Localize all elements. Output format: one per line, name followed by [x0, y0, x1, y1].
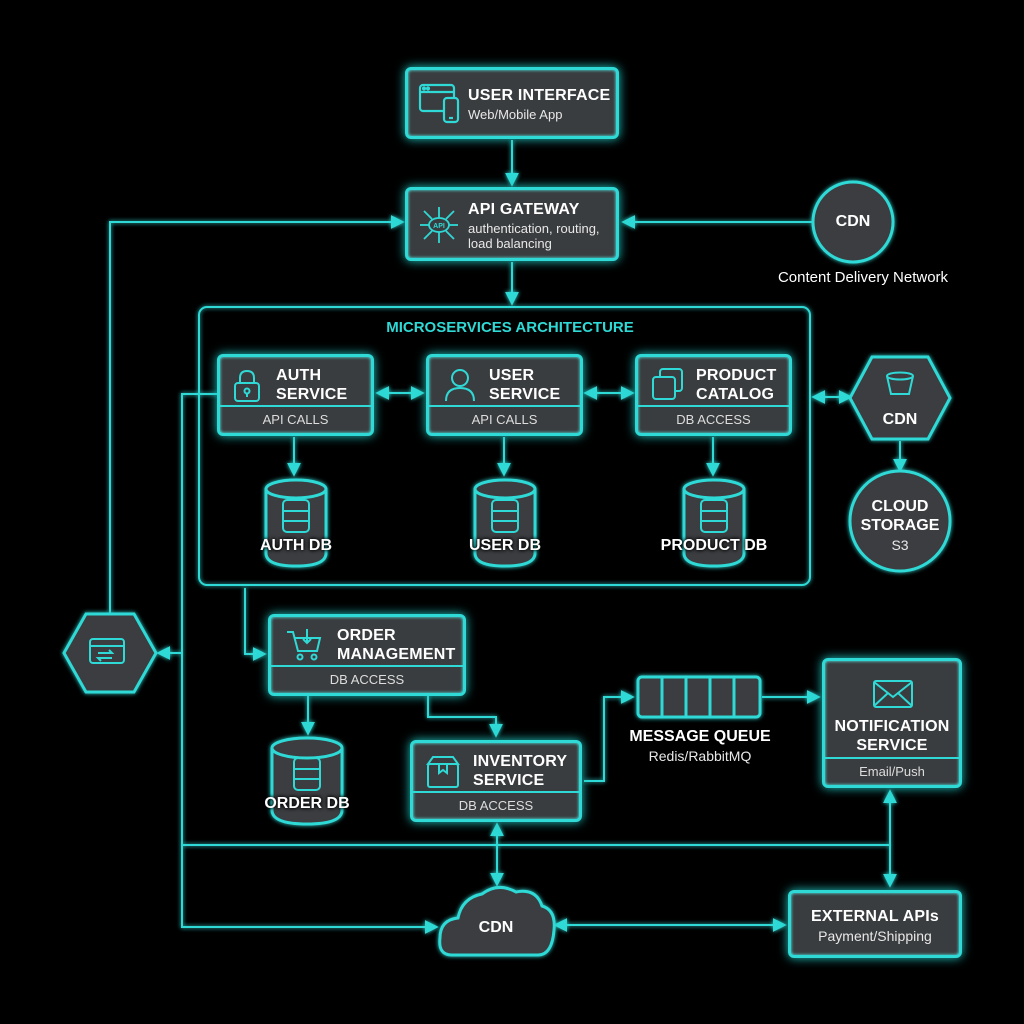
microservices-title: MICROSERVICES ARCHITECTURE [386, 319, 634, 336]
browser-mobile-icon [418, 83, 460, 124]
auth-service-footer: API CALLS [220, 405, 371, 433]
auth-db-label[interactable]: AUTH DB [260, 537, 332, 554]
user-icon [445, 369, 475, 402]
cdn-top-title[interactable]: CDN [835, 213, 871, 230]
product-catalog-footer: DB ACCESS [638, 405, 789, 433]
api-gateway-title: API GATEWAY [468, 201, 580, 218]
auth-service-box[interactable]: AUTH SERVICE API CALLS [217, 354, 374, 436]
order-management-title-1: ORDER [337, 627, 396, 644]
bucket-icon [886, 371, 914, 395]
user-interface-box[interactable]: USER INTERFACE Web/Mobile App [405, 67, 619, 139]
auth-db-cylinder [264, 478, 328, 568]
inventory-service-footer: DB ACCESS [413, 791, 579, 819]
product-catalog-title-1: PRODUCT [696, 367, 777, 384]
envelope-icon [873, 680, 913, 708]
api-gateway-subtitle-2: load balancing [468, 236, 552, 251]
copy-icon [652, 368, 683, 400]
message-queue-subtitle: Redis/RabbitMQ [648, 748, 752, 764]
order-db-label[interactable]: ORDER DB [264, 795, 350, 812]
message-queue-title[interactable]: MESSAGE QUEUE [629, 728, 771, 745]
microservices-container [198, 306, 811, 586]
cdn-hexagon [848, 355, 952, 441]
card-exchange-icon[interactable] [88, 636, 132, 670]
user-interface-title: USER INTERFACE [468, 87, 611, 104]
cdn-hex-title[interactable]: CDN [882, 411, 918, 428]
product-catalog-title-2: CATALOG [696, 386, 775, 403]
cdn-cloud-shape [438, 886, 556, 957]
cart-icon [287, 629, 322, 661]
user-service-footer: API CALLS [429, 405, 580, 433]
auth-service-title-2: SERVICE [276, 386, 348, 403]
notification-service-box[interactable]: NOTIFICATION SERVICE Email/Push [822, 658, 962, 788]
cdn-top-caption: Content Delivery Network [777, 269, 949, 286]
package-icon [426, 756, 460, 788]
cloud-storage-title-2: STORAGE [860, 517, 940, 534]
inventory-service-title-1: INVENTORY [473, 753, 568, 770]
cdn-top-circle [811, 180, 895, 264]
cdn-cloud-title[interactable]: CDN [478, 919, 514, 936]
order-db-cylinder [270, 736, 344, 826]
notification-service-title-1: NOTIFICATION [834, 718, 950, 735]
product-catalog-box[interactable]: PRODUCT CATALOG DB ACCESS [635, 354, 792, 436]
user-interface-subtitle: Web/Mobile App [468, 107, 563, 122]
cloud-storage-title-1[interactable]: CLOUD [871, 498, 929, 515]
api-icon-text: API [433, 223, 445, 230]
user-db-label[interactable]: USER DB [468, 537, 541, 554]
order-management-footer: DB ACCESS [271, 665, 463, 693]
product-db-label[interactable]: PRODUCT DB [660, 537, 768, 554]
user-service-title-2: SERVICE [489, 386, 561, 403]
user-db-cylinder [473, 478, 537, 568]
order-management-box[interactable]: ORDER MANAGEMENT DB ACCESS [268, 614, 466, 696]
inventory-service-box[interactable]: INVENTORY SERVICE DB ACCESS [410, 740, 582, 822]
product-db-cylinder [682, 478, 746, 568]
api-network-icon: API [420, 207, 458, 243]
notification-service-footer: Email/Push [825, 757, 959, 785]
external-apis-subtitle: Payment/Shipping [818, 928, 932, 944]
message-queue-shape [636, 675, 762, 719]
external-apis-title: EXTERNAL APIs [811, 908, 939, 925]
user-service-title-1: USER [489, 367, 535, 384]
api-gateway-subtitle-1: authentication, routing, [468, 221, 600, 236]
notification-service-title-2: SERVICE [856, 737, 928, 754]
lock-icon [234, 369, 260, 402]
api-gateway-box[interactable]: API API GATEWAY authentication, routing,… [405, 187, 619, 261]
cloud-storage-circle [848, 469, 952, 573]
cloud-storage-subtitle: S3 [891, 537, 909, 553]
order-management-title-2: MANAGEMENT [337, 646, 456, 663]
inventory-service-title-2: SERVICE [473, 772, 545, 789]
external-apis-box[interactable]: EXTERNAL APIs Payment/Shipping [788, 890, 962, 958]
auth-service-title-1: AUTH [276, 367, 322, 384]
user-service-box[interactable]: USER SERVICE API CALLS [426, 354, 583, 436]
